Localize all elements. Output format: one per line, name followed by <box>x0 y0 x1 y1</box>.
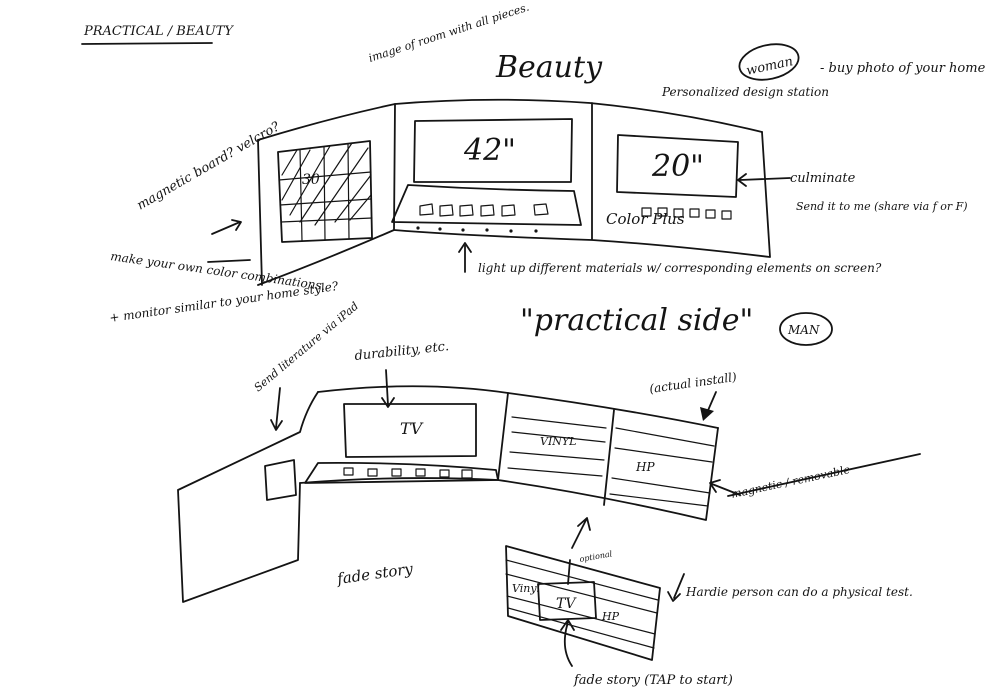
display-wall-bottom <box>393 102 771 258</box>
header-title: PRACTICAL / BEAUTY <box>83 24 234 39</box>
arrow-magnetic <box>211 219 242 235</box>
center-screen <box>413 118 573 183</box>
right-screen-label: 20" <box>651 149 704 184</box>
circle-man-label: MAN <box>787 323 820 337</box>
hp-panel-lines <box>609 427 715 507</box>
center-screen-label: 42" <box>463 133 516 168</box>
strike-magnetic-removable <box>727 453 921 497</box>
arrow-culminate <box>737 173 791 187</box>
circle-woman-label: woman <box>745 54 794 79</box>
note-actual-install: (actual install) <box>648 370 737 396</box>
note-magnetic-board: magnetic board? velcro? <box>135 119 284 214</box>
vinyl-panel-lines <box>507 416 607 477</box>
detail-hp-label: HP <box>601 610 620 623</box>
arrow-fade-tap <box>560 619 575 667</box>
detail-vinyl-label: Vinyl <box>512 582 541 595</box>
note-buy-photo: - buy photo of your home <box>820 61 986 76</box>
circle-woman <box>738 43 800 81</box>
arrow-magnetic-removable <box>709 479 741 496</box>
bottom-wall-left <box>177 391 319 603</box>
display-wall-top <box>257 98 763 141</box>
note-personalized-station: Personalized design station <box>661 85 829 99</box>
display-wall-left-panel <box>257 103 396 286</box>
arrow-send-literature <box>270 387 283 431</box>
left-panel-grid <box>277 140 373 243</box>
section-title-beauty: Beauty <box>495 50 603 85</box>
panel-divider <box>603 409 615 506</box>
arrow-to-detail <box>571 517 591 549</box>
note-send-it: Send it to me (share via f or F) <box>796 200 968 213</box>
note-monitor: + monitor similar to your home style? <box>108 279 339 325</box>
right-material-samples <box>641 207 732 220</box>
center-indicator-dots <box>416 226 538 233</box>
quote-practical-side: "practical side" <box>520 303 753 338</box>
detail-panel <box>505 545 661 661</box>
bottom-tv-screen <box>343 403 477 458</box>
left-panel-number: 30 <box>302 172 320 188</box>
circle-man <box>779 312 833 346</box>
right-screen <box>616 134 739 198</box>
detail-siding-lines <box>505 559 659 649</box>
note-culminate: culminate <box>790 171 856 186</box>
note-hardie: Hardie person can do a physical test. <box>685 585 913 599</box>
arrow-durability <box>381 369 395 408</box>
ipad-rect <box>264 459 297 501</box>
detail-divider <box>567 559 571 585</box>
note-optional: optional <box>579 549 614 564</box>
header-underline <box>81 42 213 45</box>
hp-panel-label: HP <box>635 460 655 474</box>
center-counter <box>391 184 582 226</box>
detail-tv-label: TV <box>556 596 577 612</box>
arrow-light-up <box>458 242 472 273</box>
bottom-counter <box>304 461 499 484</box>
note-fade-story: fade story <box>335 559 414 588</box>
note-durability: durability, etc. <box>354 339 450 364</box>
vinyl-panel-label: VINYL <box>540 435 576 448</box>
arrow-hardie <box>667 573 685 602</box>
arrow-actual-install-head <box>700 407 714 421</box>
note-send-literature: Send literature via iPad <box>252 299 362 394</box>
bottom-tv-label: TV <box>400 419 424 438</box>
arrow-make-own <box>207 259 251 263</box>
note-fade-tap: fade story (TAP to start) <box>573 673 733 688</box>
note-light-up: light up different materials w/ correspo… <box>478 261 882 275</box>
right-brand-label: Color Plus <box>606 210 685 228</box>
bottom-material-samples <box>343 467 473 479</box>
center-material-samples <box>419 203 549 217</box>
detail-tv-box <box>537 581 597 621</box>
